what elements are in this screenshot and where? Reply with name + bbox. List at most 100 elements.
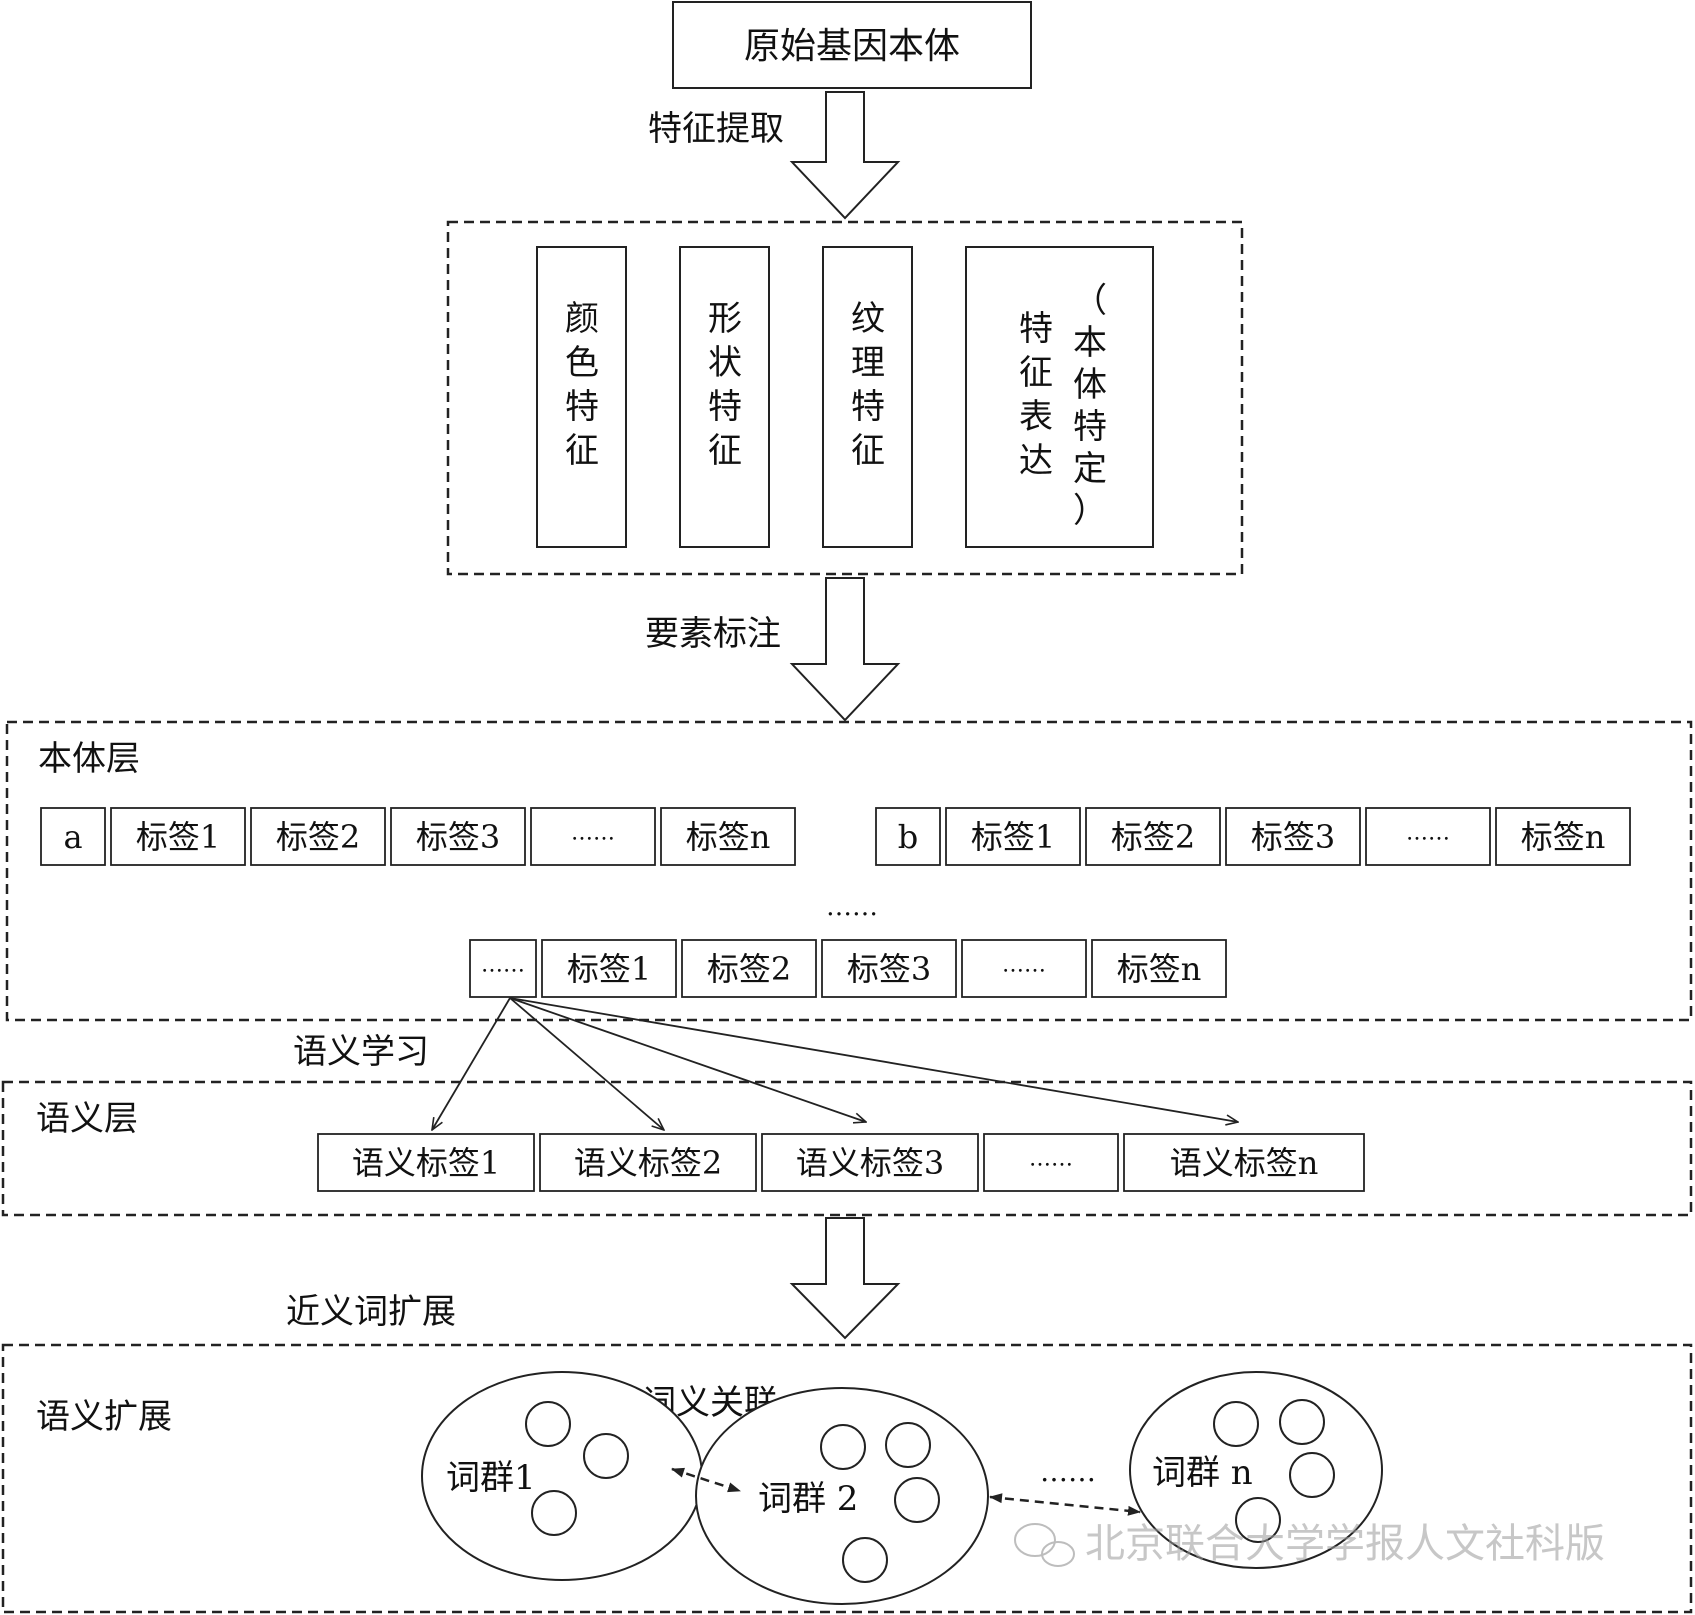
ontology-row-c-cell-label: 标签1 xyxy=(567,950,651,988)
ontology-row-b: b 标签1 标签2 标签3 …… 标签n xyxy=(875,807,1631,866)
word-node xyxy=(842,1537,888,1583)
ontology-row-c-cell xyxy=(961,939,1087,998)
ontology-row-a-cell-label: 标签3 xyxy=(416,818,500,856)
word-cluster-n-label: 词群 n xyxy=(1152,1453,1253,1493)
semantic-label-cell xyxy=(317,1133,535,1192)
ontology-row-b-cell-label: 标签2 xyxy=(1111,818,1195,856)
ontology-row-c-cell xyxy=(681,939,817,998)
shape-feature-box xyxy=(679,246,770,548)
word-node xyxy=(1235,1497,1281,1543)
ontology-row-a-cell xyxy=(110,807,246,866)
word-cluster-1-label: 词群1 xyxy=(446,1458,536,1498)
ontology-layer xyxy=(5,720,1693,1022)
semantic-label-cell-label: 语义标签2 xyxy=(574,1144,722,1182)
ontology-row-c-cell-label: 标签3 xyxy=(847,950,931,988)
feature-extraction-label: 特征提取 xyxy=(648,109,784,149)
ontology-row-a-cell xyxy=(530,807,656,866)
ontology-row-a-cell-label: …… xyxy=(571,821,615,846)
word-node xyxy=(1289,1452,1335,1498)
cluster-relation-arrow-2 xyxy=(989,1493,1141,1516)
texture-feature-box xyxy=(822,246,913,548)
ontology-row-a-cell xyxy=(40,807,106,866)
ontology-row-a-cell-label: a xyxy=(63,818,82,856)
ontology-row-b-cell-label: 标签n xyxy=(1521,818,1606,856)
word-node xyxy=(894,1477,940,1523)
element-annotation-label: 要素标注 xyxy=(645,614,781,654)
synonym-expansion-label: 近义词扩展 xyxy=(286,1292,456,1332)
semantic-learning-arrow-1 xyxy=(432,997,511,1130)
semantic-label-cell xyxy=(539,1133,757,1192)
semantic-label-cell xyxy=(761,1133,979,1192)
ontology-row-b-cell xyxy=(1365,807,1491,866)
semantic-label-cell xyxy=(983,1133,1119,1192)
top-box xyxy=(672,1,1032,89)
ontology-row-c-cell-label: 标签2 xyxy=(707,950,791,988)
watermark: 北京联合大学学报人文社科版 xyxy=(1014,1521,1605,1567)
ontology-row-b-cell-label: b xyxy=(898,818,918,856)
semantic-learning-arrow-4 xyxy=(509,997,1238,1122)
color-feature-label: 颜色特征 xyxy=(565,299,599,471)
cluster-between-dots: …… xyxy=(1040,1455,1096,1488)
semantic-label-cell-label: 语义标签n xyxy=(1170,1144,1319,1182)
ontology-row-a-cell-label: 标签2 xyxy=(276,818,360,856)
semantic-label-cell xyxy=(1123,1133,1365,1192)
ontology-row-a-cell xyxy=(390,807,526,866)
word-node xyxy=(531,1490,577,1536)
semantic-learning-label: 语义学习 xyxy=(293,1032,429,1072)
feature-group xyxy=(446,220,1244,576)
ontology-layer-title: 本体层 xyxy=(38,739,140,779)
ontology-row-c-cell xyxy=(1091,939,1227,998)
semantic-layer-title: 语义层 xyxy=(36,1099,138,1139)
ontology-row-a-cell-label: 标签1 xyxy=(136,818,220,856)
word-node xyxy=(583,1433,629,1479)
word-node xyxy=(885,1422,931,1468)
word-node xyxy=(1279,1399,1325,1445)
ontology-row-c-cell-label: …… xyxy=(481,953,525,978)
semantic-expansion-area xyxy=(1,1343,1693,1614)
ontology-row-c-cell-label: 标签n xyxy=(1117,950,1202,988)
wechat-icon-inner xyxy=(1041,1541,1075,1567)
ontology-middle-dots: …… xyxy=(826,892,878,922)
word-node xyxy=(1213,1401,1259,1447)
ontology-row-a-cell xyxy=(660,807,796,866)
wechat-icon xyxy=(1014,1523,1056,1557)
semantic-learning-arrow-3 xyxy=(509,997,866,1122)
ontology-row-b-cell-label: 标签1 xyxy=(971,818,1055,856)
ontology-row-b-cell-label: …… xyxy=(1406,821,1450,846)
ontology-row-c-cell xyxy=(541,939,677,998)
semantic-label-row: 语义标签1 语义标签2 语义标签3 …… 语义标签n xyxy=(317,1133,1365,1192)
semantic-label-cell-label: 语义标签3 xyxy=(796,1144,944,1182)
ontology-row-b-cell-label: 标签3 xyxy=(1251,818,1335,856)
watermark-text: 北京联合大学学报人文社科版 xyxy=(1085,1521,1605,1567)
ontology-row-b-cell xyxy=(1495,807,1631,866)
ontology-feature-box xyxy=(965,246,1154,548)
ontology-row-a: a 标签1 标签2 标签3 …… 标签n xyxy=(40,807,796,866)
semantic-expansion-title: 语义扩展 xyxy=(36,1397,172,1437)
ontology-row-b-cell xyxy=(945,807,1081,866)
ontology-row-c-cell xyxy=(821,939,957,998)
word-cluster-2-label: 词群 2 xyxy=(758,1479,858,1519)
semantic-label-cell-label: 语义标签1 xyxy=(352,1144,500,1182)
word-node xyxy=(525,1401,571,1447)
ontology-feature-label: 特征表达 xyxy=(1019,309,1053,481)
ontology-row-a-cell xyxy=(250,807,386,866)
top-box-label: 原始基因本体 xyxy=(744,26,960,67)
semantic-layer xyxy=(1,1080,1693,1217)
ontology-row-b-cell xyxy=(875,807,941,866)
ontology-row-b-cell xyxy=(1085,807,1221,866)
arrow-element-annotation xyxy=(789,577,901,722)
ontology-row-a-cell-label: 标签n xyxy=(686,818,771,856)
ontology-row-c-cell xyxy=(469,939,537,998)
semantic-label-cell-label: …… xyxy=(1029,1147,1073,1172)
semantic-learning-arrow-2 xyxy=(509,997,664,1130)
color-feature-box xyxy=(536,246,627,548)
ontology-specific-label: （本体特定） xyxy=(1073,281,1107,531)
cluster-relation-arrow-1 xyxy=(671,1467,741,1493)
shape-feature-label: 形状特征 xyxy=(708,299,742,471)
arrow-synonym-expansion xyxy=(789,1217,901,1340)
word-node xyxy=(820,1424,866,1470)
arrow-feature-extraction xyxy=(789,91,901,220)
